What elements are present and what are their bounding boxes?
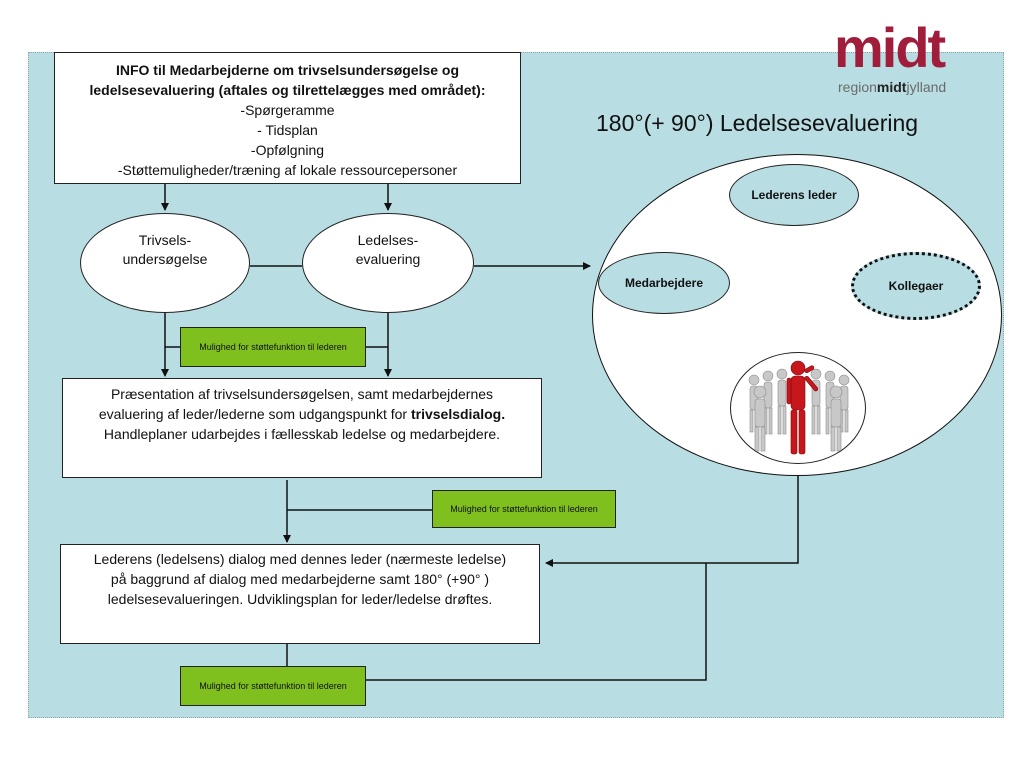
kollegaer-ellipse: Kollegaer bbox=[851, 252, 981, 320]
region-midtjylland-logo: midt regionmidtjylland bbox=[834, 18, 994, 98]
ledelses-ellipse: Ledelses- evaluering bbox=[302, 213, 474, 313]
grey-figure-icon bbox=[810, 368, 822, 435]
trivsels-line1: Trivsels- bbox=[138, 232, 192, 248]
ledelses-line1: Ledelses- bbox=[357, 232, 419, 248]
info-item: -Spørgeramme bbox=[240, 102, 335, 118]
dialog-line1: Lederens (ledelsens) dialog med dennes l… bbox=[93, 551, 507, 567]
grey-figure-icon bbox=[829, 385, 843, 452]
presentation-line3: Handleplaner udarbejdes i fællesskab led… bbox=[103, 426, 501, 442]
support-box-1: Mulighed for støttefunktion til lederen bbox=[180, 327, 366, 367]
trivsels-line2: undersøgelse bbox=[122, 251, 208, 267]
presentation-line1: Præsentation af trivselsundersøgelsen, s… bbox=[110, 386, 494, 402]
grey-figure-icon bbox=[838, 374, 850, 433]
presentation-line2-text: evaluering af leder/lederne som udgangsp… bbox=[98, 406, 411, 422]
trivsels-ellipse: Trivsels- undersøgelse bbox=[80, 213, 250, 313]
presentation-line2-bold: trivselsdialog. bbox=[410, 406, 506, 422]
dialog-line3: ledelsesevalueringen. Udviklingsplan for… bbox=[107, 591, 493, 607]
page-title: 180°(+ 90°) Ledelsesevaluering bbox=[596, 110, 919, 136]
logo-sub-midt: midt bbox=[876, 79, 907, 95]
info-item: -Opfølgning bbox=[250, 142, 325, 158]
grey-figure-icon bbox=[776, 368, 788, 435]
logo-sub-region: region bbox=[838, 79, 877, 95]
logo-sub-jylland: jylland bbox=[906, 79, 947, 95]
logo-subtitle: regionmidtjylland bbox=[838, 78, 946, 96]
crowd-with-leader-icon bbox=[748, 360, 850, 455]
dialog-box: Lederens (ledelsens) dialog med dennes l… bbox=[60, 544, 540, 644]
grey-figure-icon bbox=[753, 385, 767, 452]
info-heading-line1: INFO til Medarbejderne om trivselsunders… bbox=[115, 62, 460, 78]
ledelses-line2: evaluering bbox=[355, 251, 421, 267]
info-box: INFO til Medarbejderne om trivselsunders… bbox=[54, 52, 521, 184]
medarbejdere-ellipse: Medarbejdere bbox=[598, 252, 730, 314]
arrow-circle-dialog bbox=[545, 455, 799, 567]
grey-figure-icon bbox=[762, 370, 774, 435]
support-box-3: Mulighed for støttefunktion til lederen bbox=[180, 666, 366, 706]
presentation-box: Præsentation af trivselsundersøgelsen, s… bbox=[62, 378, 542, 478]
logo-word: midt bbox=[834, 16, 946, 79]
crowd-figure-circle bbox=[730, 352, 866, 464]
lederens-leder-ellipse: Lederens leder bbox=[729, 164, 859, 226]
info-item: - Tidsplan bbox=[257, 122, 318, 138]
presentation-line2: evaluering af leder/lederne som udgangsp… bbox=[63, 404, 541, 424]
info-item: -Støttemuligheder/træning af lokale ress… bbox=[117, 162, 458, 178]
line-support-3-return bbox=[366, 563, 707, 681]
red-leader-figure-icon bbox=[786, 360, 819, 455]
dialog-line2: på baggrund af dialog med medarbejderne … bbox=[110, 571, 490, 587]
info-heading-line2: ledelsesevaluering (aftales og tilrettel… bbox=[89, 82, 486, 98]
support-box-2: Mulighed for støttefunktion til lederen bbox=[432, 490, 616, 528]
